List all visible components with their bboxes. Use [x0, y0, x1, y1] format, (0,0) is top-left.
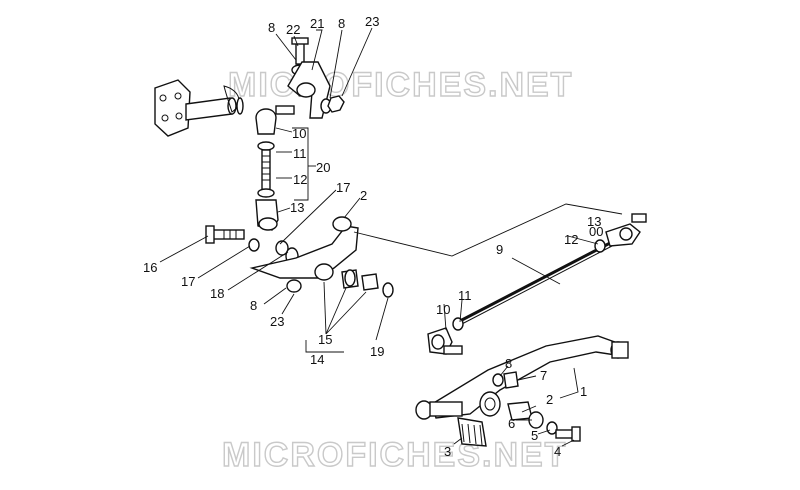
callout-00: 00	[589, 224, 603, 239]
callout-8: 8	[268, 20, 275, 35]
callout-19: 19	[370, 344, 384, 359]
callout-10: 10	[436, 302, 450, 317]
callout-3: 3	[444, 444, 451, 459]
callout-14: 14	[310, 352, 324, 367]
callout-8: 8	[338, 16, 345, 31]
callout-20: 20	[316, 160, 330, 175]
callout-2: 2	[546, 392, 553, 407]
callout-13: 13	[290, 200, 304, 215]
gear-selector-shaft-assembly	[154, 79, 244, 137]
long-pull-rod	[427, 213, 647, 355]
callout-13: 13	[587, 214, 601, 229]
upper-selector-lever	[275, 37, 345, 119]
leader-lines	[159, 27, 623, 447]
callout-15: 15	[318, 332, 332, 347]
callout-8: 8	[505, 356, 512, 371]
callout-10: 10	[292, 126, 306, 141]
callout-11: 11	[293, 146, 307, 161]
callout-12: 12	[293, 172, 307, 187]
callout-17: 17	[181, 274, 195, 289]
callout-8: 8	[250, 298, 257, 313]
callout-2: 2	[360, 188, 367, 203]
callout-5: 5	[531, 428, 538, 443]
callout-12: 12	[564, 232, 578, 247]
callout-1: 1	[580, 384, 587, 399]
callout-23: 23	[270, 314, 284, 329]
callout-16: 16	[143, 260, 157, 275]
watermark-bottom: MICROFICHES.NET	[222, 436, 567, 474]
callout-7: 7	[540, 368, 547, 383]
callout-numbers: 8 22 21 8 23 10 11 20 12 13 17 2 16 17 1…	[143, 14, 603, 459]
callout-6: 6	[508, 416, 515, 431]
callout-21: 21	[310, 16, 324, 31]
callout-9: 9	[496, 242, 503, 257]
callout-22: 22	[286, 22, 300, 37]
callout-4: 4	[554, 444, 561, 459]
callout-23: 23	[365, 14, 379, 29]
gear-pedal-lever	[415, 335, 629, 442]
vertical-link-rod	[255, 108, 279, 231]
middle-bell-crank-assembly	[205, 216, 394, 298]
callout-11: 11	[458, 288, 472, 303]
callout-18: 18	[210, 286, 224, 301]
callout-17: 17	[336, 180, 350, 195]
toe-peg-rubber	[457, 417, 487, 447]
watermark-top: MICROFICHES.NET	[228, 66, 573, 104]
